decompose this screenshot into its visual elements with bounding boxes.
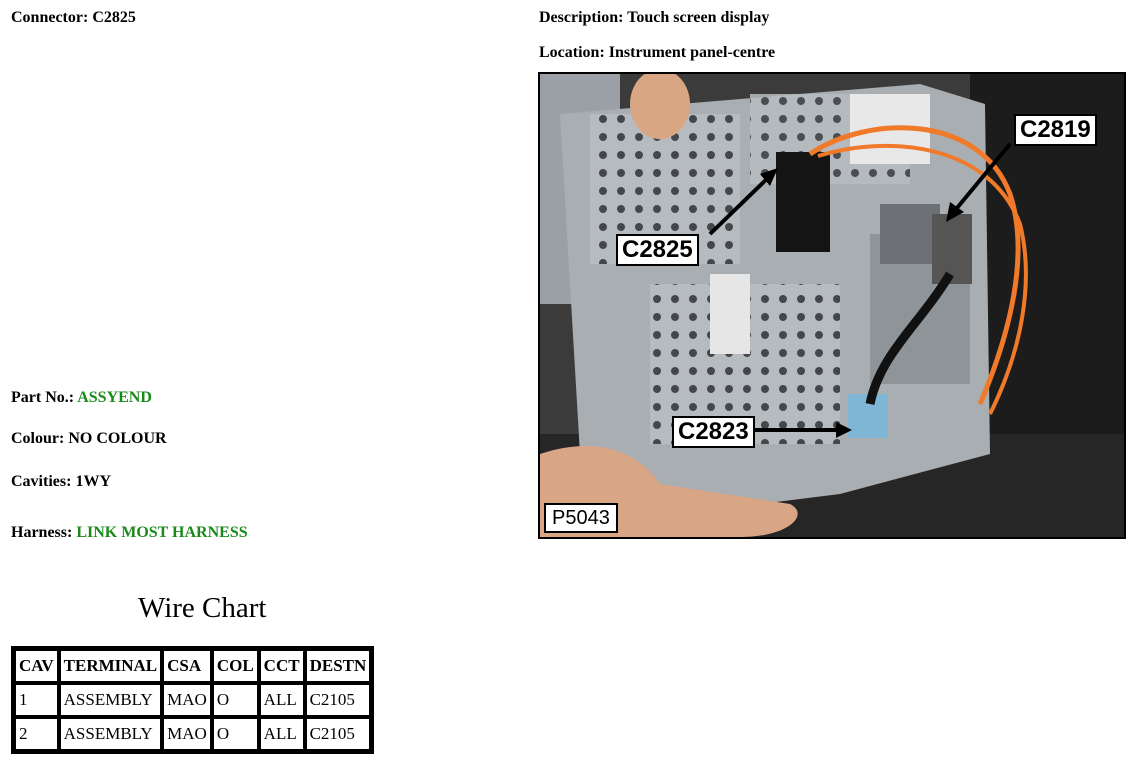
photo-illustration	[540, 74, 1124, 537]
header-cct: CCT	[258, 649, 305, 683]
cell-cct: ALL	[258, 717, 305, 751]
table-row: 2 ASSEMBLY MAO O ALL C2105	[14, 717, 372, 751]
header-col: COL	[211, 649, 259, 683]
part-no-label: Part No.:	[11, 389, 75, 406]
callout-c2819: C2819	[1014, 114, 1097, 146]
cell-csa: MAO	[162, 717, 212, 751]
colour-label: Colour:	[11, 430, 65, 447]
cell-terminal: ASSEMBLY	[58, 683, 163, 717]
harness-value: LINK MOST HARNESS	[76, 524, 248, 541]
harness-field: Harness: LINK MOST HARNESS	[11, 524, 248, 542]
connector-field: Connector: C2825	[11, 9, 136, 27]
cell-cav: 1	[14, 683, 59, 717]
description-value: Touch screen display	[627, 9, 770, 26]
photo-reference-plate: P5043	[544, 503, 618, 533]
header-destn: DESTN	[304, 649, 372, 683]
colour-field: Colour: NO COLOUR	[11, 430, 167, 448]
callout-c2823: C2823	[672, 416, 755, 448]
cell-terminal: ASSEMBLY	[58, 717, 163, 751]
description-label: Description:	[539, 9, 624, 26]
table-header-row: CAV TERMINAL CSA COL CCT DESTN	[14, 649, 372, 683]
part-no-value: ASSYEND	[77, 389, 152, 406]
wire-chart-table: CAV TERMINAL CSA COL CCT DESTN 1 ASSEMBL…	[11, 646, 375, 754]
part-no-field: Part No.: ASSYEND	[11, 389, 152, 407]
location-label: Location:	[539, 44, 605, 61]
header-csa: CSA	[162, 649, 212, 683]
cavities-label: Cavities:	[11, 473, 72, 490]
table-row: 1 ASSEMBLY MAO O ALL C2105	[14, 683, 372, 717]
harness-label: Harness:	[11, 524, 73, 541]
cavities-field: Cavities: 1WY	[11, 473, 111, 491]
cell-destn: C2105	[304, 717, 372, 751]
colour-value: NO COLOUR	[68, 430, 167, 447]
location-value: Instrument panel-centre	[608, 44, 776, 61]
connector-label: Connector:	[11, 9, 89, 26]
header-cav: CAV	[14, 649, 59, 683]
wire-chart-title: Wire Chart	[138, 592, 267, 624]
cell-cav: 2	[14, 717, 59, 751]
cell-destn: C2105	[304, 683, 372, 717]
cell-csa: MAO	[162, 683, 212, 717]
connector-value: C2825	[92, 9, 136, 26]
cavities-value: 1WY	[75, 473, 111, 490]
callout-c2825: C2825	[616, 234, 699, 266]
description-field: Description: Touch screen display	[539, 9, 769, 27]
cell-col: O	[211, 717, 259, 751]
cell-col: O	[211, 683, 259, 717]
connector-location-photo: C2819 C2825 C2823 P5043	[538, 72, 1126, 539]
location-field: Location: Instrument panel-centre	[539, 44, 775, 62]
header-terminal: TERMINAL	[58, 649, 163, 683]
cell-cct: ALL	[258, 683, 305, 717]
